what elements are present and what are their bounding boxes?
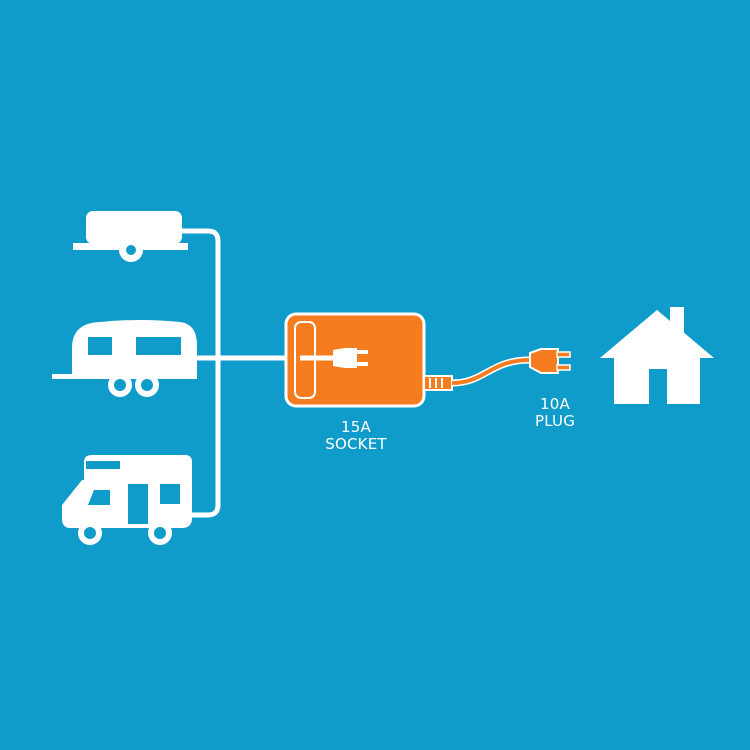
plug-icon: [529, 348, 571, 374]
house-icon: [600, 307, 714, 404]
motorhome-icon: [62, 455, 192, 545]
caravan-icon: [52, 320, 197, 397]
socket-label: 15A SOCKET: [325, 418, 387, 453]
socket-adapter-icon: [284, 312, 453, 408]
plug-label: 10A PLUG: [534, 395, 576, 430]
trailer-icon: [73, 211, 188, 262]
vehicle-connector-lines: [180, 228, 300, 518]
